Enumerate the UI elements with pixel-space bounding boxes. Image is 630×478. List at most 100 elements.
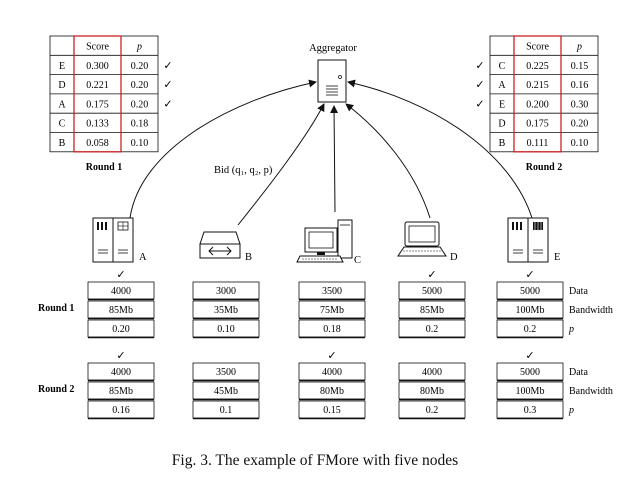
resource-value: 45Mb bbox=[214, 386, 238, 397]
row-node: D bbox=[498, 119, 505, 130]
row-node: B bbox=[59, 138, 66, 149]
resource-row-label: Data bbox=[569, 286, 588, 297]
table-caption: Round 2 bbox=[526, 162, 562, 173]
round-2-resources: Round 2 4000 85Mb 0.16 ✓ 3500 45Mb 0.1 4000 80Mb 0… bbox=[38, 349, 613, 420]
resource-row-label: p bbox=[568, 405, 574, 416]
selected-check-icon: ✓ bbox=[475, 97, 484, 110]
aggregator-server-icon bbox=[317, 59, 347, 103]
resource-row-label: Bandwidth bbox=[569, 386, 613, 397]
node-label-e: E bbox=[554, 252, 560, 263]
resource-value: 4000 bbox=[111, 367, 131, 378]
resource-value: 0.2 bbox=[426, 405, 439, 416]
row-node: C bbox=[59, 119, 66, 130]
resource-value: 3500 bbox=[216, 367, 236, 378]
resource-row-label: Bandwidth bbox=[569, 305, 613, 316]
resource-value: 0.1 bbox=[220, 405, 233, 416]
table-row: D 0.175 0.20 bbox=[498, 119, 588, 130]
table-header: Score bbox=[526, 42, 549, 53]
resource-value: 4000 bbox=[322, 367, 342, 378]
row-score: 0.221 bbox=[86, 80, 109, 91]
bid-arrow-c bbox=[330, 105, 339, 213]
row-node: A bbox=[58, 99, 66, 110]
row-score: 0.300 bbox=[86, 61, 109, 72]
node-label-a: A bbox=[139, 252, 147, 263]
resource-value: 85Mb bbox=[420, 305, 444, 316]
row-node: E bbox=[499, 99, 505, 110]
table-row: E 0.200 0.30 ✓ bbox=[475, 97, 588, 110]
node-d-laptop-icon bbox=[397, 221, 447, 257]
resource-value: 0.10 bbox=[217, 324, 235, 335]
resource-value: 35Mb bbox=[214, 305, 238, 316]
row-score: 0.200 bbox=[526, 99, 549, 110]
resource-value: 5000 bbox=[520, 367, 540, 378]
resource-value: 85Mb bbox=[109, 386, 133, 397]
table-header: p bbox=[136, 42, 142, 53]
resource-value: 80Mb bbox=[320, 386, 344, 397]
row-score: 0.058 bbox=[86, 138, 109, 149]
node-label-b: B bbox=[245, 252, 252, 263]
bid-arrow-b bbox=[237, 103, 325, 226]
row-score: 0.225 bbox=[526, 61, 549, 72]
row-p: 0.20 bbox=[131, 99, 149, 110]
resource-row-label: Data bbox=[569, 367, 588, 378]
selected-check-icon: ✓ bbox=[475, 78, 484, 91]
node-resource-box: 4000 80Mb 0.2 bbox=[398, 362, 466, 420]
resource-value: 4000 bbox=[422, 367, 442, 378]
selected-check-icon: ✓ bbox=[427, 268, 436, 281]
node-c-desktop-icon bbox=[296, 219, 353, 263]
row-p: 0.20 bbox=[131, 80, 149, 91]
row-node: A bbox=[498, 80, 506, 91]
row-score: 0.215 bbox=[526, 80, 549, 91]
row-score: 0.133 bbox=[86, 119, 109, 130]
row-p: 0.20 bbox=[571, 119, 589, 130]
figure-caption: Fig. 3. The example of FMore with five n… bbox=[171, 452, 459, 469]
row-score: 0.175 bbox=[526, 119, 549, 130]
table-row: A 0.215 0.16 ✓ bbox=[475, 78, 588, 91]
selected-check-icon: ✓ bbox=[525, 349, 534, 362]
row-p: 0.10 bbox=[571, 138, 589, 149]
round-tables: Round 1400085Mb0.20✓300035Mb0.10350075Mb… bbox=[38, 268, 613, 420]
row-score: 0.111 bbox=[527, 138, 549, 149]
round-label: Round 2 bbox=[38, 384, 74, 395]
row-p: 0.10 bbox=[131, 138, 149, 149]
table-header: p bbox=[576, 42, 582, 53]
table-caption: Round 1 bbox=[86, 162, 122, 173]
node-b-router-icon bbox=[199, 231, 241, 259]
node-e-server-icon bbox=[507, 217, 549, 263]
resource-value: 100Mb bbox=[516, 305, 545, 316]
resource-value: 85Mb bbox=[109, 305, 133, 316]
table-row: B 0.058 0.10 bbox=[59, 138, 149, 149]
round-1-resources: Round 1400085Mb0.20✓300035Mb0.10350075Mb… bbox=[38, 268, 613, 339]
resource-value: 5000 bbox=[422, 286, 442, 297]
selected-check-icon: ✓ bbox=[327, 349, 336, 362]
resource-value: 0.18 bbox=[323, 324, 341, 335]
resource-value: 80Mb bbox=[420, 386, 444, 397]
aggregator-label: Aggregator bbox=[309, 43, 357, 54]
resource-value: 100Mb bbox=[516, 386, 545, 397]
row-node: C bbox=[499, 61, 506, 72]
resource-value: 0.16 bbox=[112, 405, 130, 416]
node-labels: A B C D E bbox=[139, 252, 560, 266]
bid-arrow-e bbox=[347, 79, 533, 219]
bid-arrow-a bbox=[129, 79, 317, 219]
resource-value: 3500 bbox=[322, 286, 342, 297]
row-node: D bbox=[58, 80, 65, 91]
resource-value: 5000 bbox=[520, 286, 540, 297]
table-header: Score bbox=[86, 42, 109, 53]
row-p: 0.30 bbox=[571, 99, 589, 110]
row-p: 0.15 bbox=[571, 61, 589, 72]
row-p: 0.16 bbox=[571, 80, 589, 91]
